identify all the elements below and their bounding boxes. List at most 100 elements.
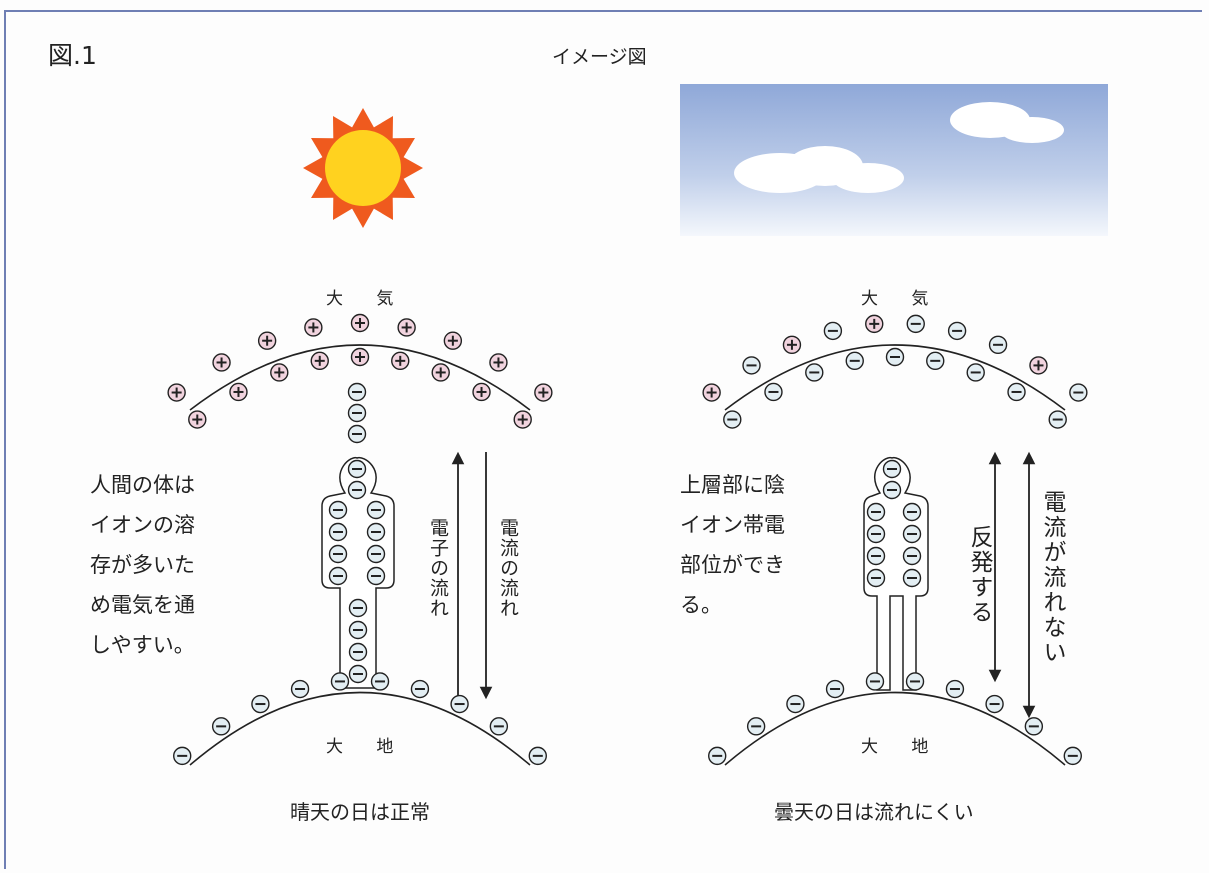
negative-ion-icon: − xyxy=(988,335,1008,355)
negative-ion-icon: − xyxy=(1063,746,1082,766)
negative-ion-icon: − xyxy=(905,672,925,691)
atmosphere-label-right: 大 気 xyxy=(861,289,943,309)
positive-ion-icon: + xyxy=(229,382,248,402)
negative-ion-icon: − xyxy=(1069,383,1088,402)
electron-flow-label: 電子の流れ xyxy=(427,518,449,618)
figure-label: 図.1 xyxy=(48,41,97,70)
positive-ion-icon: + xyxy=(350,313,370,333)
negative-ion-icon: − xyxy=(347,403,367,423)
negative-ion-icon: − xyxy=(366,500,386,520)
negative-ion-icon: − xyxy=(902,546,922,566)
negative-ion-icon: − xyxy=(906,314,925,334)
negative-ion-icon: − xyxy=(251,694,270,714)
positive-ion-icon: + xyxy=(865,314,884,334)
negative-ion-icon: − xyxy=(328,566,348,586)
positive-ion-icon: + xyxy=(310,351,329,371)
negative-ion-icon: − xyxy=(328,500,348,520)
negative-ion-icon: − xyxy=(866,502,886,522)
negative-ion-icon: − xyxy=(348,598,368,618)
negative-ion-icon: − xyxy=(865,672,885,691)
repel-label: 反発する xyxy=(966,525,992,625)
negative-ion-icon: − xyxy=(947,321,967,341)
current-blocked-label: 電流が流れない xyxy=(1039,490,1065,665)
negative-ion-icon: − xyxy=(825,679,845,699)
positive-ion-icon: + xyxy=(1029,356,1048,375)
negative-ion-icon: − xyxy=(211,717,231,736)
negative-ion-icon: − xyxy=(786,694,805,714)
negative-ion-icon: − xyxy=(708,746,727,766)
negative-ion-icon: − xyxy=(746,717,766,736)
caption-left: 晴天の日は正常 xyxy=(290,800,430,824)
ground-label-right: 大 地 xyxy=(861,737,943,757)
negative-ion-icon: − xyxy=(902,524,922,544)
negative-ion-icon: − xyxy=(823,321,843,341)
negative-ion-icon: − xyxy=(347,480,367,500)
negative-ion-icon: − xyxy=(845,351,864,371)
ground-label-left: 大 地 xyxy=(326,737,408,757)
page-title: イメージ図 xyxy=(552,46,647,68)
negative-ion-icon: − xyxy=(902,502,922,522)
negative-ion-icon: − xyxy=(866,524,886,544)
positive-ion-icon: + xyxy=(350,347,370,367)
negative-ion-icon: − xyxy=(882,459,902,479)
caption-right: 曇天の日は流れにくい xyxy=(774,800,974,824)
negative-ion-icon: − xyxy=(290,679,310,699)
negative-ion-icon: − xyxy=(1007,382,1026,402)
cloudy-sky-icon xyxy=(680,84,1108,236)
negative-ion-icon: − xyxy=(328,522,348,542)
negative-ion-icon: − xyxy=(450,694,469,714)
negative-ion-icon: − xyxy=(528,746,547,766)
negative-ion-icon: − xyxy=(348,620,368,640)
negative-ion-icon: − xyxy=(945,679,965,699)
positive-ion-icon: + xyxy=(702,383,721,402)
negative-ion-icon: − xyxy=(347,459,367,479)
positive-ion-icon: + xyxy=(472,382,491,402)
positive-ion-icon: + xyxy=(534,383,553,402)
positive-ion-icon: + xyxy=(782,335,802,355)
negative-ion-icon: − xyxy=(1024,717,1044,736)
ground-arc-right xyxy=(724,691,1066,766)
atmosphere-arc-left xyxy=(189,344,531,411)
negative-ion-icon: − xyxy=(366,566,386,586)
positive-ion-icon: + xyxy=(431,363,450,382)
positive-ion-icon: + xyxy=(443,331,463,350)
positive-ion-icon: + xyxy=(167,383,186,402)
negative-ion-icon: − xyxy=(347,382,367,402)
ion-layer: +++++++++++++++++++−+−+−−−+−−−−−−−−−−−−−… xyxy=(167,313,1088,766)
atmosphere-arc-right xyxy=(724,344,1066,411)
negative-ion-icon: − xyxy=(885,347,905,367)
negative-ion-icon: − xyxy=(966,363,985,382)
left-description: 人間の体は イオンの溶 存が多いた め電気を通 しやすい。 xyxy=(90,473,195,657)
negative-ion-icon: − xyxy=(926,351,945,371)
negative-ion-icon: − xyxy=(489,717,509,736)
right-description: 上層部に陰 イオン帯電 部位ができ る。 xyxy=(680,473,785,617)
ground-arc-left xyxy=(189,691,531,766)
negative-ion-icon: − xyxy=(330,672,350,691)
negative-ion-icon: − xyxy=(370,672,390,691)
negative-ion-icon: − xyxy=(985,694,1004,714)
negative-ion-icon: − xyxy=(866,568,886,588)
negative-ion-icon: − xyxy=(902,568,922,588)
atmosphere-label-left: 大 気 xyxy=(326,289,408,309)
negative-ion-icon: − xyxy=(764,382,783,402)
sun-icon xyxy=(303,108,423,228)
positive-ion-icon: + xyxy=(489,353,508,372)
negative-ion-icon: − xyxy=(882,480,902,500)
figure-frame xyxy=(4,10,1202,869)
negative-ion-icon: − xyxy=(328,544,348,564)
negative-ion-icon: − xyxy=(805,363,824,382)
positive-ion-icon: + xyxy=(188,410,207,429)
positive-ion-icon: + xyxy=(270,363,289,382)
negative-ion-icon: − xyxy=(173,746,192,766)
negative-ion-icon: − xyxy=(866,546,886,566)
current-flow-label: 電流の流れ xyxy=(497,518,519,618)
positive-ion-icon: + xyxy=(212,353,231,372)
negative-ion-icon: − xyxy=(366,522,386,542)
positive-ion-icon: + xyxy=(304,318,323,337)
positive-ion-icon: + xyxy=(397,318,416,337)
negative-ion-icon: − xyxy=(742,356,761,375)
positive-ion-icon: + xyxy=(513,410,532,429)
negative-ion-icon: − xyxy=(348,642,368,662)
